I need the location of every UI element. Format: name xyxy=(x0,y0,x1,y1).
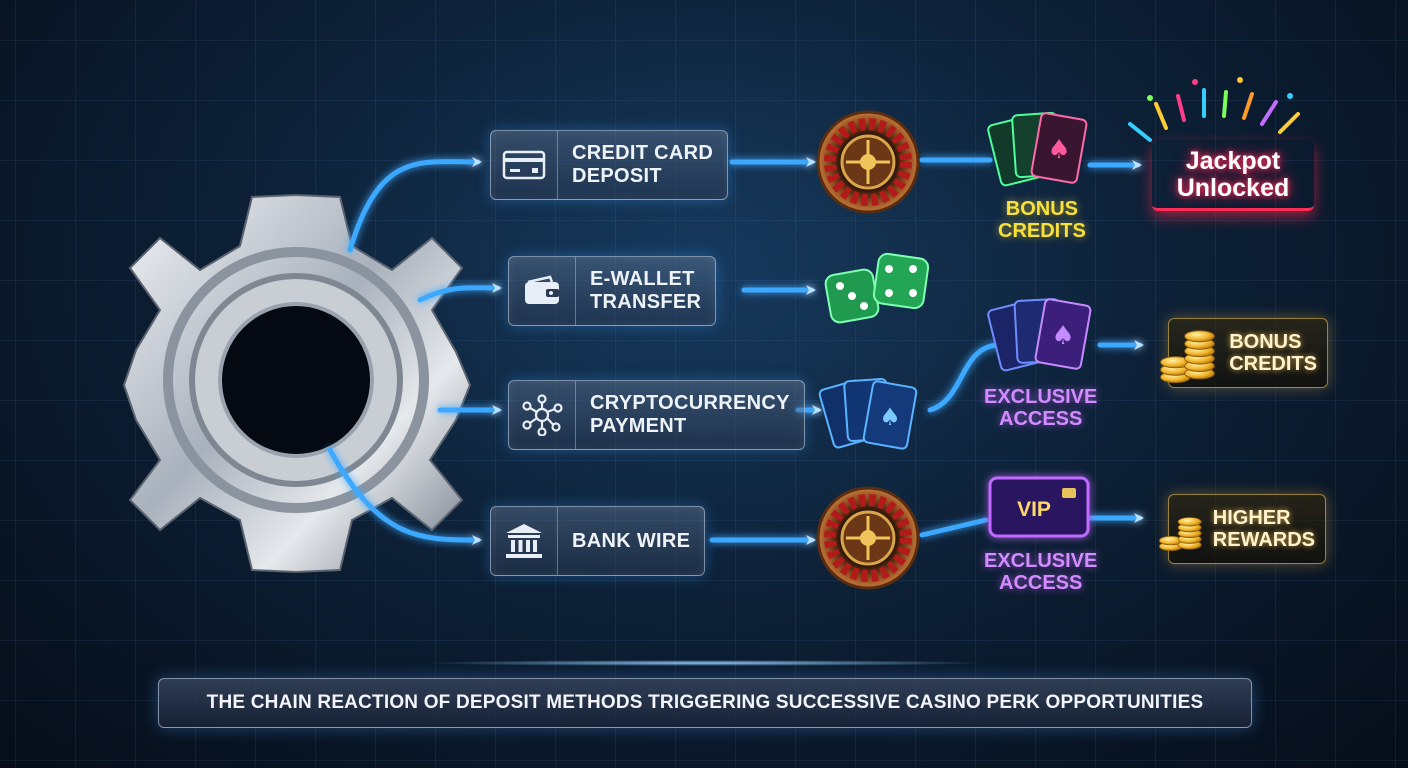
svg-text:♠: ♠ xyxy=(1047,135,1070,165)
jackpot-unlocked-badge: Jackpot Unlocked xyxy=(1152,140,1314,211)
credit-card-label-line2: Deposit xyxy=(572,165,662,187)
bonus-credits-reward-line1: Bonus xyxy=(1229,331,1302,353)
exclusive-access-vip-line2: Access xyxy=(999,572,1083,594)
higher-rewards-box: Higher Rewards xyxy=(1158,494,1326,564)
playing-cards-icon: ♠ xyxy=(818,377,918,450)
wallet-icon xyxy=(525,275,559,304)
playing-cards-icon: ♠ xyxy=(987,111,1088,187)
e-wallet-transfer-box[interactable]: E-Wallet Transfer xyxy=(508,256,717,326)
jackpot-line2: Unlocked xyxy=(1176,174,1290,202)
cryptocurrency-payment-box[interactable]: Cryptocurrency Payment xyxy=(508,380,805,450)
bonus-credits-line2: Credits xyxy=(998,220,1086,242)
vip-card-icon: VIP xyxy=(988,476,1090,538)
bank-wire-label: Bank Wire xyxy=(572,529,691,552)
higher-rewards-line1: Higher xyxy=(1212,507,1291,529)
caption-glow xyxy=(420,660,990,666)
fireworks-icon xyxy=(1128,77,1300,142)
flow-lines xyxy=(327,156,1144,545)
flow-gear-to-credit-card xyxy=(347,156,482,253)
bonus-credits-reward-line2: Credits xyxy=(1229,353,1317,375)
diagram-caption: The chain reaction of deposit methods tr… xyxy=(158,678,1252,728)
roulette-wheel-icon xyxy=(816,110,920,214)
crypto-label-line2: Payment xyxy=(590,415,687,437)
flow-gear-to-ewallet xyxy=(417,282,502,303)
bonus-credits-perk-label: Bonus Credits xyxy=(998,198,1086,242)
vip-label: VIP xyxy=(1017,498,1051,521)
bank-wire-box[interactable]: Bank Wire xyxy=(490,506,706,576)
dice-icon xyxy=(824,252,930,324)
gold-coins-icon xyxy=(1158,517,1202,552)
playing-cards-icon: ♠ xyxy=(987,298,1092,372)
svg-text:♠: ♠ xyxy=(879,403,901,431)
jackpot-line1: Jackpot xyxy=(1185,147,1281,175)
exclusive-access-vip-line1: Exclusive xyxy=(984,550,1098,572)
bonus-credits-reward-box: Bonus Credits xyxy=(1160,318,1328,388)
bonus-credits-line1: Bonus xyxy=(1005,198,1079,220)
credit-card-icon xyxy=(502,150,546,180)
flow-gear-to-bank-wire xyxy=(327,447,482,545)
svg-text:♠: ♠ xyxy=(1051,321,1074,351)
exclusive-access-line1: Exclusive xyxy=(984,386,1098,408)
exclusive-access-perk-label: Exclusive Access xyxy=(984,386,1097,430)
exclusive-access-vip-perk-label: Exclusive Access xyxy=(984,550,1097,594)
roulette-wheel-icon xyxy=(816,486,920,590)
e-wallet-label-line1: E-Wallet xyxy=(590,268,695,290)
credit-card-label-line1: Credit Card xyxy=(572,142,714,164)
credit-card-deposit-box[interactable]: Credit Card Deposit xyxy=(490,130,729,200)
bank-icon xyxy=(506,524,542,558)
e-wallet-label-line2: Transfer xyxy=(590,291,702,313)
exclusive-access-line2: Access xyxy=(999,408,1083,430)
higher-rewards-line2: Rewards xyxy=(1212,529,1315,551)
crypto-network-icon xyxy=(522,394,563,436)
flow-roulette-to-vip xyxy=(919,517,989,538)
gold-coins-icon xyxy=(1160,330,1215,384)
flow-cards-to-exclusive xyxy=(927,342,1003,413)
crypto-label-line1: Cryptocurrency xyxy=(590,392,790,414)
gear-icon xyxy=(122,193,472,574)
